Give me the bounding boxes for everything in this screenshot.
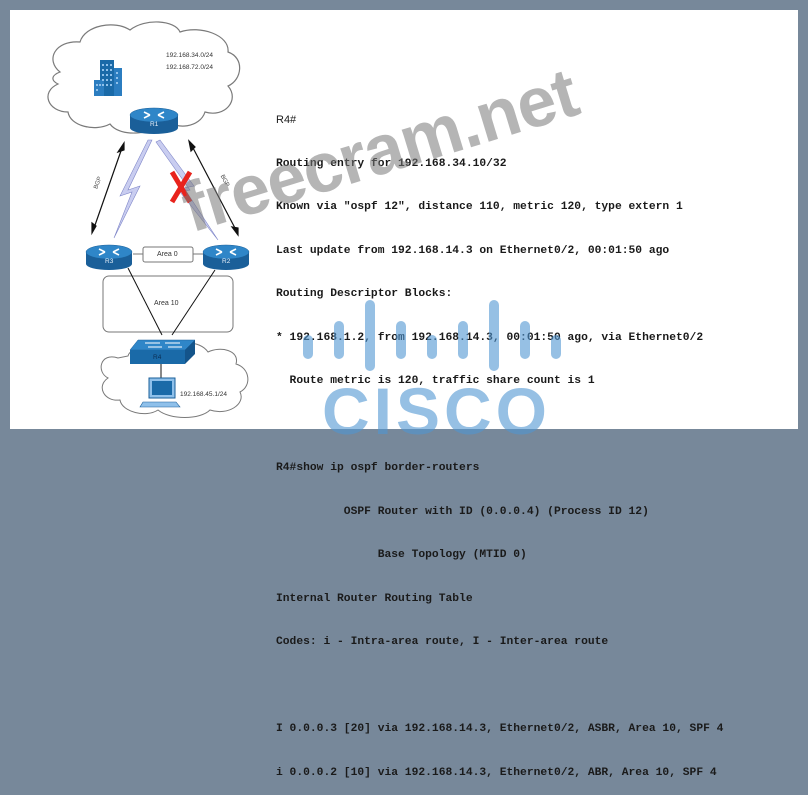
router-r3-icon: [85, 244, 133, 270]
router-r1-label: R1: [150, 121, 159, 128]
router-r2-label: R2: [222, 258, 231, 265]
area10-box: [102, 275, 234, 333]
cli-line: Last update from 192.168.14.3 on Etherne…: [276, 244, 670, 257]
serial-link-right-icon: [155, 139, 219, 241]
cli-line: Internal Router Routing Table: [276, 592, 473, 605]
network-diagram: 192.168.34.0/24 192.168.72.0/24 R1 BGP B…: [0, 0, 270, 440]
switch-r4-icon: [129, 339, 196, 364]
area10-label: Area 10: [154, 300, 179, 307]
cli-line: Routing entry for 192.168.34.10/32: [276, 157, 507, 170]
router-r4-label: R4: [153, 354, 162, 361]
host-network-label: 192.168.45.1/24: [180, 391, 227, 398]
cli-line: OSPF Router with ID (0.0.0.4) (Process I…: [276, 505, 649, 518]
pc-icon: [139, 377, 181, 408]
cli-output: R4# Routing entry for 192.168.34.10/32 K…: [276, 84, 723, 795]
top-network-1: 192.168.34.0/24: [166, 52, 213, 59]
cli-line: I 0.0.0.3 [20] via 192.168.14.3, Etherne…: [276, 723, 724, 735]
cli-line: [276, 418, 723, 433]
router-r2-icon: [202, 244, 250, 270]
bgp-right-arrow-icon: [188, 139, 239, 237]
cli-line: Routing Descriptor Blocks:: [276, 288, 453, 300]
top-cloud-icon: [47, 21, 241, 134]
area0-label: Area 0: [157, 251, 178, 258]
bgp-left-arrow-icon: [91, 141, 125, 236]
cli-line: R4#: [276, 114, 297, 126]
cli-line: [276, 679, 723, 694]
router-r1-icon: [129, 107, 179, 134]
cli-line: Known via "ospf 12", distance 110, metri…: [276, 201, 683, 213]
router-r3-label: R3: [105, 258, 114, 265]
cli-line: Codes: i - Intra-area route, I - Inter-a…: [276, 636, 609, 648]
serial-link-left-icon: [113, 139, 153, 239]
cli-line: i 0.0.0.2 [10] via 192.168.14.3, Etherne…: [276, 766, 717, 779]
cli-line: Route metric is 120, traffic share count…: [276, 375, 595, 387]
link-failure-x-icon: [169, 170, 193, 204]
building-icon: [94, 60, 122, 96]
cisco-logo-bars-icon: [303, 300, 561, 371]
cli-line: Base Topology (MTID 0): [276, 549, 527, 561]
cli-line: R4#show ip ospf border-routers: [276, 462, 480, 474]
top-network-2: 192.168.72.0/24: [166, 64, 213, 71]
